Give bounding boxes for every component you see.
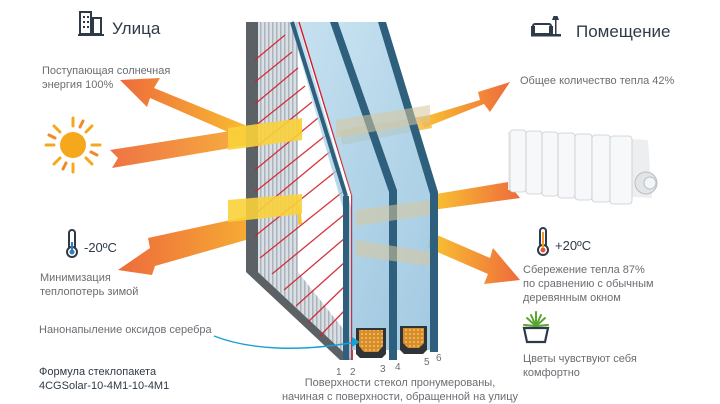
double-glazed-unit xyxy=(213,21,438,360)
surface-number-6: 6 xyxy=(436,353,442,364)
caption-line1: Поверхности стекол пронумерованы, xyxy=(304,377,496,389)
outside-temperature: -20ºC xyxy=(84,240,117,255)
plant-icon xyxy=(522,311,550,344)
plants-line1: Цветы чувствуют себя xyxy=(523,353,637,365)
solar-energy-label: Поступающая солнечная энергия 100% xyxy=(42,64,170,92)
spacer-1 xyxy=(356,328,386,358)
surface-number-2: 2 xyxy=(350,367,356,378)
surface-number-5: 5 xyxy=(424,357,430,368)
heat-saving-label: Сбережение тепла 87% по сравнению с обыч… xyxy=(523,263,654,305)
surface-number-4: 4 xyxy=(395,362,401,373)
sofa-lamp-icon xyxy=(531,16,561,37)
inside-heading: Помещение xyxy=(576,22,671,41)
sun-icon xyxy=(44,116,102,174)
heat-loss-line2: теплопотерь зимой xyxy=(40,286,139,298)
warm-thermometer-icon xyxy=(537,227,549,256)
surface-number-3: 3 xyxy=(380,364,386,375)
surface-number-1: 1 xyxy=(336,367,342,378)
saving-line3: деревянным окном xyxy=(523,292,621,304)
reflected-energy-arrow xyxy=(120,78,262,145)
solar-label-line1: Поступающая солнечная xyxy=(42,65,171,77)
outside-heading: Улица xyxy=(112,19,161,38)
cold-thermometer-icon xyxy=(66,229,78,258)
heat-loss-line1: Минимизация xyxy=(40,272,111,284)
heat-loss-label: Минимизация теплопотерь зимой xyxy=(40,271,138,299)
plants-line2: комфортно xyxy=(523,367,580,379)
plants-comfort-label: Цветы чувствуют себя комфортно xyxy=(523,352,637,380)
radiator-image xyxy=(508,129,658,205)
formula-title: Формула стеклопакета xyxy=(39,366,157,378)
total-heat-label: Общее количество тепла 42% xyxy=(520,75,675,87)
coating-callout-line xyxy=(213,335,357,349)
formula-value: 4CGSolar-10-4M1-10-4M1 xyxy=(39,380,170,392)
spacer-2 xyxy=(400,326,427,354)
heat-saving-arrow xyxy=(428,232,520,284)
saving-line2: по сравнению с обычным xyxy=(523,278,654,290)
silver-oxide-coating-label: Нанонапыление оксидов серебра xyxy=(39,324,212,336)
caption-line2: начиная с поверхности, обращенной на ули… xyxy=(281,391,519,403)
inside-temperature: +20ºC xyxy=(555,238,592,253)
radiator-heat-arrow xyxy=(430,180,520,210)
buildings-icon xyxy=(78,11,104,36)
glazing-formula: Формула стеклопакета 4CGSolar-10-4M1-10-… xyxy=(39,365,169,393)
solar-label-line2: энергия 100% xyxy=(42,79,114,91)
saving-line1: Сбережение тепла 87% xyxy=(523,264,645,276)
